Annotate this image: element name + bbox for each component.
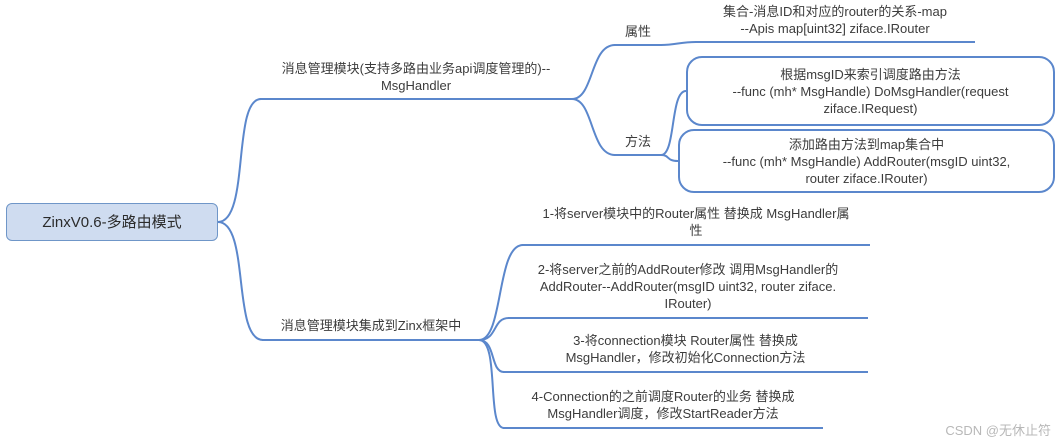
node-addrouter[interactable]: 添加路由方法到map集合中 --func (mh* MsgHandle) Add… [678,129,1055,193]
node-text-line: 2-将server之前的AddRouter修改 调用MsgHandler的 [537,262,839,277]
node-msg-handler-module[interactable]: 消息管理模块(支持多路由业务api调度管理的)-- MsgHandler [260,60,572,100]
connector-attr-to-map-node [660,41,697,46]
node-text-line: MsgHandler [380,78,452,93]
node-text-line: MsgHandler调度，修改StartReader方法 [547,406,779,421]
node-text-line: 性 [689,223,703,238]
csdn-watermark: CSDN @无休止符 [945,423,1051,438]
node-text-line: ziface.IRequest) [823,100,918,116]
node-text-line: 4-Connection的之前调度Router的业务 替换成 [531,389,795,404]
node-method[interactable]: 方法 [614,133,662,156]
connector-root-to-msg-module [217,98,262,223]
node-text-line: 消息管理模块(支持多路由业务api调度管理的)-- [281,61,551,76]
connector-msg-to-attr [571,44,616,100]
node-text-line: --func (mh* MsgHandle) AddRouter(msgID u… [722,153,1011,169]
connector-msg-to-method [571,98,616,156]
connector-integrate-to-step4 [478,339,505,429]
node-text-line: 根据msgID来索引调度路由方法 [780,66,961,82]
node-attribute[interactable]: 属性 [614,23,662,46]
node-text-line: 添加路由方法到map集合中 [788,136,945,152]
node-text-line: 1-将server模块中的Router属性 替换成 MsgHandler属 [542,206,850,221]
connector-method-to-addrouter [660,154,679,162]
node-step2[interactable]: 2-将server之前的AddRouter修改 调用MsgHandler的 Ad… [508,261,868,319]
node-text-line: --Apis map[uint32] ziface.IRouter [740,21,930,36]
node-step1[interactable]: 1-将server模块中的Router属性 替换成 MsgHandler属 性 [522,205,870,246]
node-text-line: IRouter) [664,296,712,311]
node-text-line: --func (mh* MsgHandle) DoMsgHandler(requ… [732,83,1009,99]
node-apis-map[interactable]: 集合-消息ID和对应的router的关系-map --Apis map[uint… [695,3,975,43]
connector-root-to-integrate [217,221,264,341]
root-node-zinx[interactable]: ZinxV0.6-多路由模式 [6,203,218,241]
node-text-line: router ziface.IRouter) [805,170,928,186]
node-text-line: 3-将connection模块 Router属性 替换成 [573,333,798,348]
connector-integrate-to-step3 [478,339,505,373]
node-step4[interactable]: 4-Connection的之前调度Router的业务 替换成 MsgHandle… [503,388,823,429]
node-step3[interactable]: 3-将connection模块 Router属性 替换成 MsgHandler，… [503,332,868,373]
node-text-line: 集合-消息ID和对应的router的关系-map [723,4,947,19]
node-domsghandler[interactable]: 根据msgID来索引调度路由方法 --func (mh* MsgHandle) … [686,56,1055,126]
node-text-line: AddRouter--AddRouter(msgID uint32, route… [539,279,837,294]
node-integrate-to-zinx[interactable]: 消息管理模块集成到Zinx框架中 [262,317,480,341]
node-text-line: MsgHandler，修改初始化Connection方法 [565,350,806,365]
